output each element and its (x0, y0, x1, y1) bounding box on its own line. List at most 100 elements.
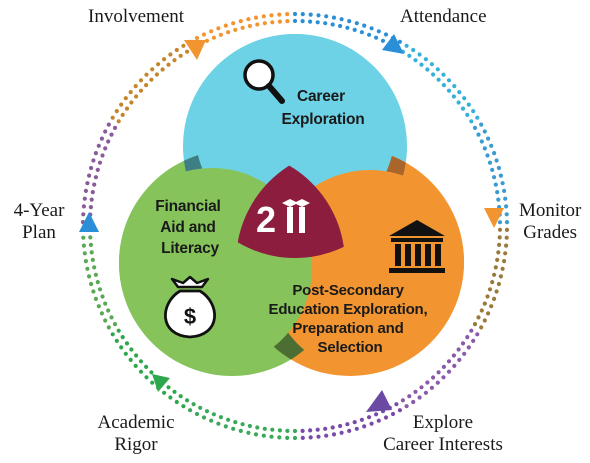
ring-dot (300, 435, 305, 440)
ring-dot (486, 136, 491, 141)
ring-dot (129, 347, 134, 352)
ring-dot (413, 58, 418, 63)
ring-dot (247, 423, 252, 429)
ring-dot (503, 196, 508, 201)
ring-dot (106, 139, 111, 144)
ring-dot (498, 274, 503, 279)
ring-dot (354, 21, 359, 26)
rigor-text: Rigor (114, 434, 158, 455)
ring-dot (100, 153, 105, 158)
graduates-logo-icon: 2 (256, 199, 310, 240)
ring-dot (154, 72, 159, 77)
ring-dot (269, 13, 274, 18)
ring-dot (452, 363, 457, 368)
ring-dot (504, 204, 509, 209)
ring-dot (89, 281, 94, 287)
ring-dot (129, 100, 134, 105)
ring-dot (486, 311, 491, 316)
ring-dot (441, 364, 446, 369)
ring-dot (277, 435, 282, 440)
ring-dot (149, 370, 154, 375)
ring-dot (339, 17, 344, 22)
ring-dot (339, 430, 344, 435)
ring-dot (472, 125, 478, 130)
four-year-text: 4-Year (13, 200, 65, 221)
ring-dot (204, 409, 210, 414)
ring-dot (128, 357, 133, 362)
ring-dot (489, 304, 494, 309)
ring-dot (285, 12, 290, 17)
ring-dot (134, 353, 139, 358)
ring-dot (81, 204, 86, 209)
ring-dot (240, 422, 245, 427)
ring-dot (209, 418, 214, 423)
ring-dot (490, 280, 495, 285)
ring-dot (376, 29, 381, 34)
ring-dot (456, 100, 461, 105)
ring-dot (253, 15, 259, 20)
ring-dot (120, 335, 125, 340)
ring-dot (106, 308, 111, 313)
ring-dot (255, 425, 260, 430)
ring-dot (93, 151, 98, 156)
ring-dot (97, 287, 103, 292)
ring-dot (504, 227, 510, 232)
ring-dot (91, 289, 96, 294)
ring-dot (374, 35, 379, 40)
monitor-text: Monitor (519, 200, 582, 221)
ring-dot (92, 265, 97, 270)
ring-dot (407, 53, 412, 58)
ring-label-attendance: Attendance (400, 6, 487, 28)
academic-text: Academic (97, 412, 175, 433)
ring-dot (150, 67, 155, 72)
ring-dot (128, 90, 133, 95)
ring-dot (497, 242, 502, 247)
ring-dot (400, 398, 405, 403)
ring-dot (469, 328, 474, 333)
ring-dot (81, 243, 86, 248)
ring-dot (451, 94, 456, 99)
ring-dot (441, 83, 446, 88)
involvement-text: Involvement (88, 6, 185, 27)
ring-dot (452, 84, 457, 89)
ring-dot (496, 281, 501, 287)
ring-dot (96, 143, 101, 148)
ring-dot (95, 167, 100, 172)
ring-dot (109, 315, 114, 320)
ring-dot (500, 266, 505, 271)
ring-dot (476, 132, 481, 137)
ring-dot (149, 77, 154, 82)
ring-dot (95, 280, 100, 285)
ring-dot (162, 390, 167, 395)
ring-dot (413, 389, 418, 394)
ring-dot (496, 250, 501, 255)
ring-dot (270, 427, 275, 432)
ring-dot (160, 67, 165, 72)
ring-label-academic-rigor: Academic Rigor (86, 412, 186, 456)
ring-dot (285, 19, 290, 24)
ring-dot (397, 408, 402, 413)
ring-dot (323, 21, 328, 26)
ring-dot (194, 411, 200, 417)
ring-label-involvement: Involvement (88, 6, 184, 28)
ring-dot (300, 428, 305, 433)
ring-dot (479, 122, 484, 127)
ring-dot (103, 301, 108, 306)
post-secondary-label: Post-Secondary Education Exploration, Pr… (269, 282, 432, 356)
ring-dot (185, 398, 190, 403)
ring-dot (308, 428, 313, 433)
ring-dot (270, 20, 275, 25)
ring-dot (226, 417, 231, 422)
ring-dot (103, 129, 108, 134)
ring-dot (133, 84, 138, 89)
ring-dot (116, 119, 121, 124)
ring-dot (441, 72, 446, 77)
ring-dot (462, 351, 467, 356)
ring-dot (331, 432, 337, 437)
ring-dot (494, 289, 499, 294)
ring-dot (238, 428, 243, 433)
ring-dot (112, 125, 118, 130)
ring-dot (498, 173, 503, 178)
ring-dot (285, 428, 290, 433)
ring-dot (362, 23, 367, 28)
